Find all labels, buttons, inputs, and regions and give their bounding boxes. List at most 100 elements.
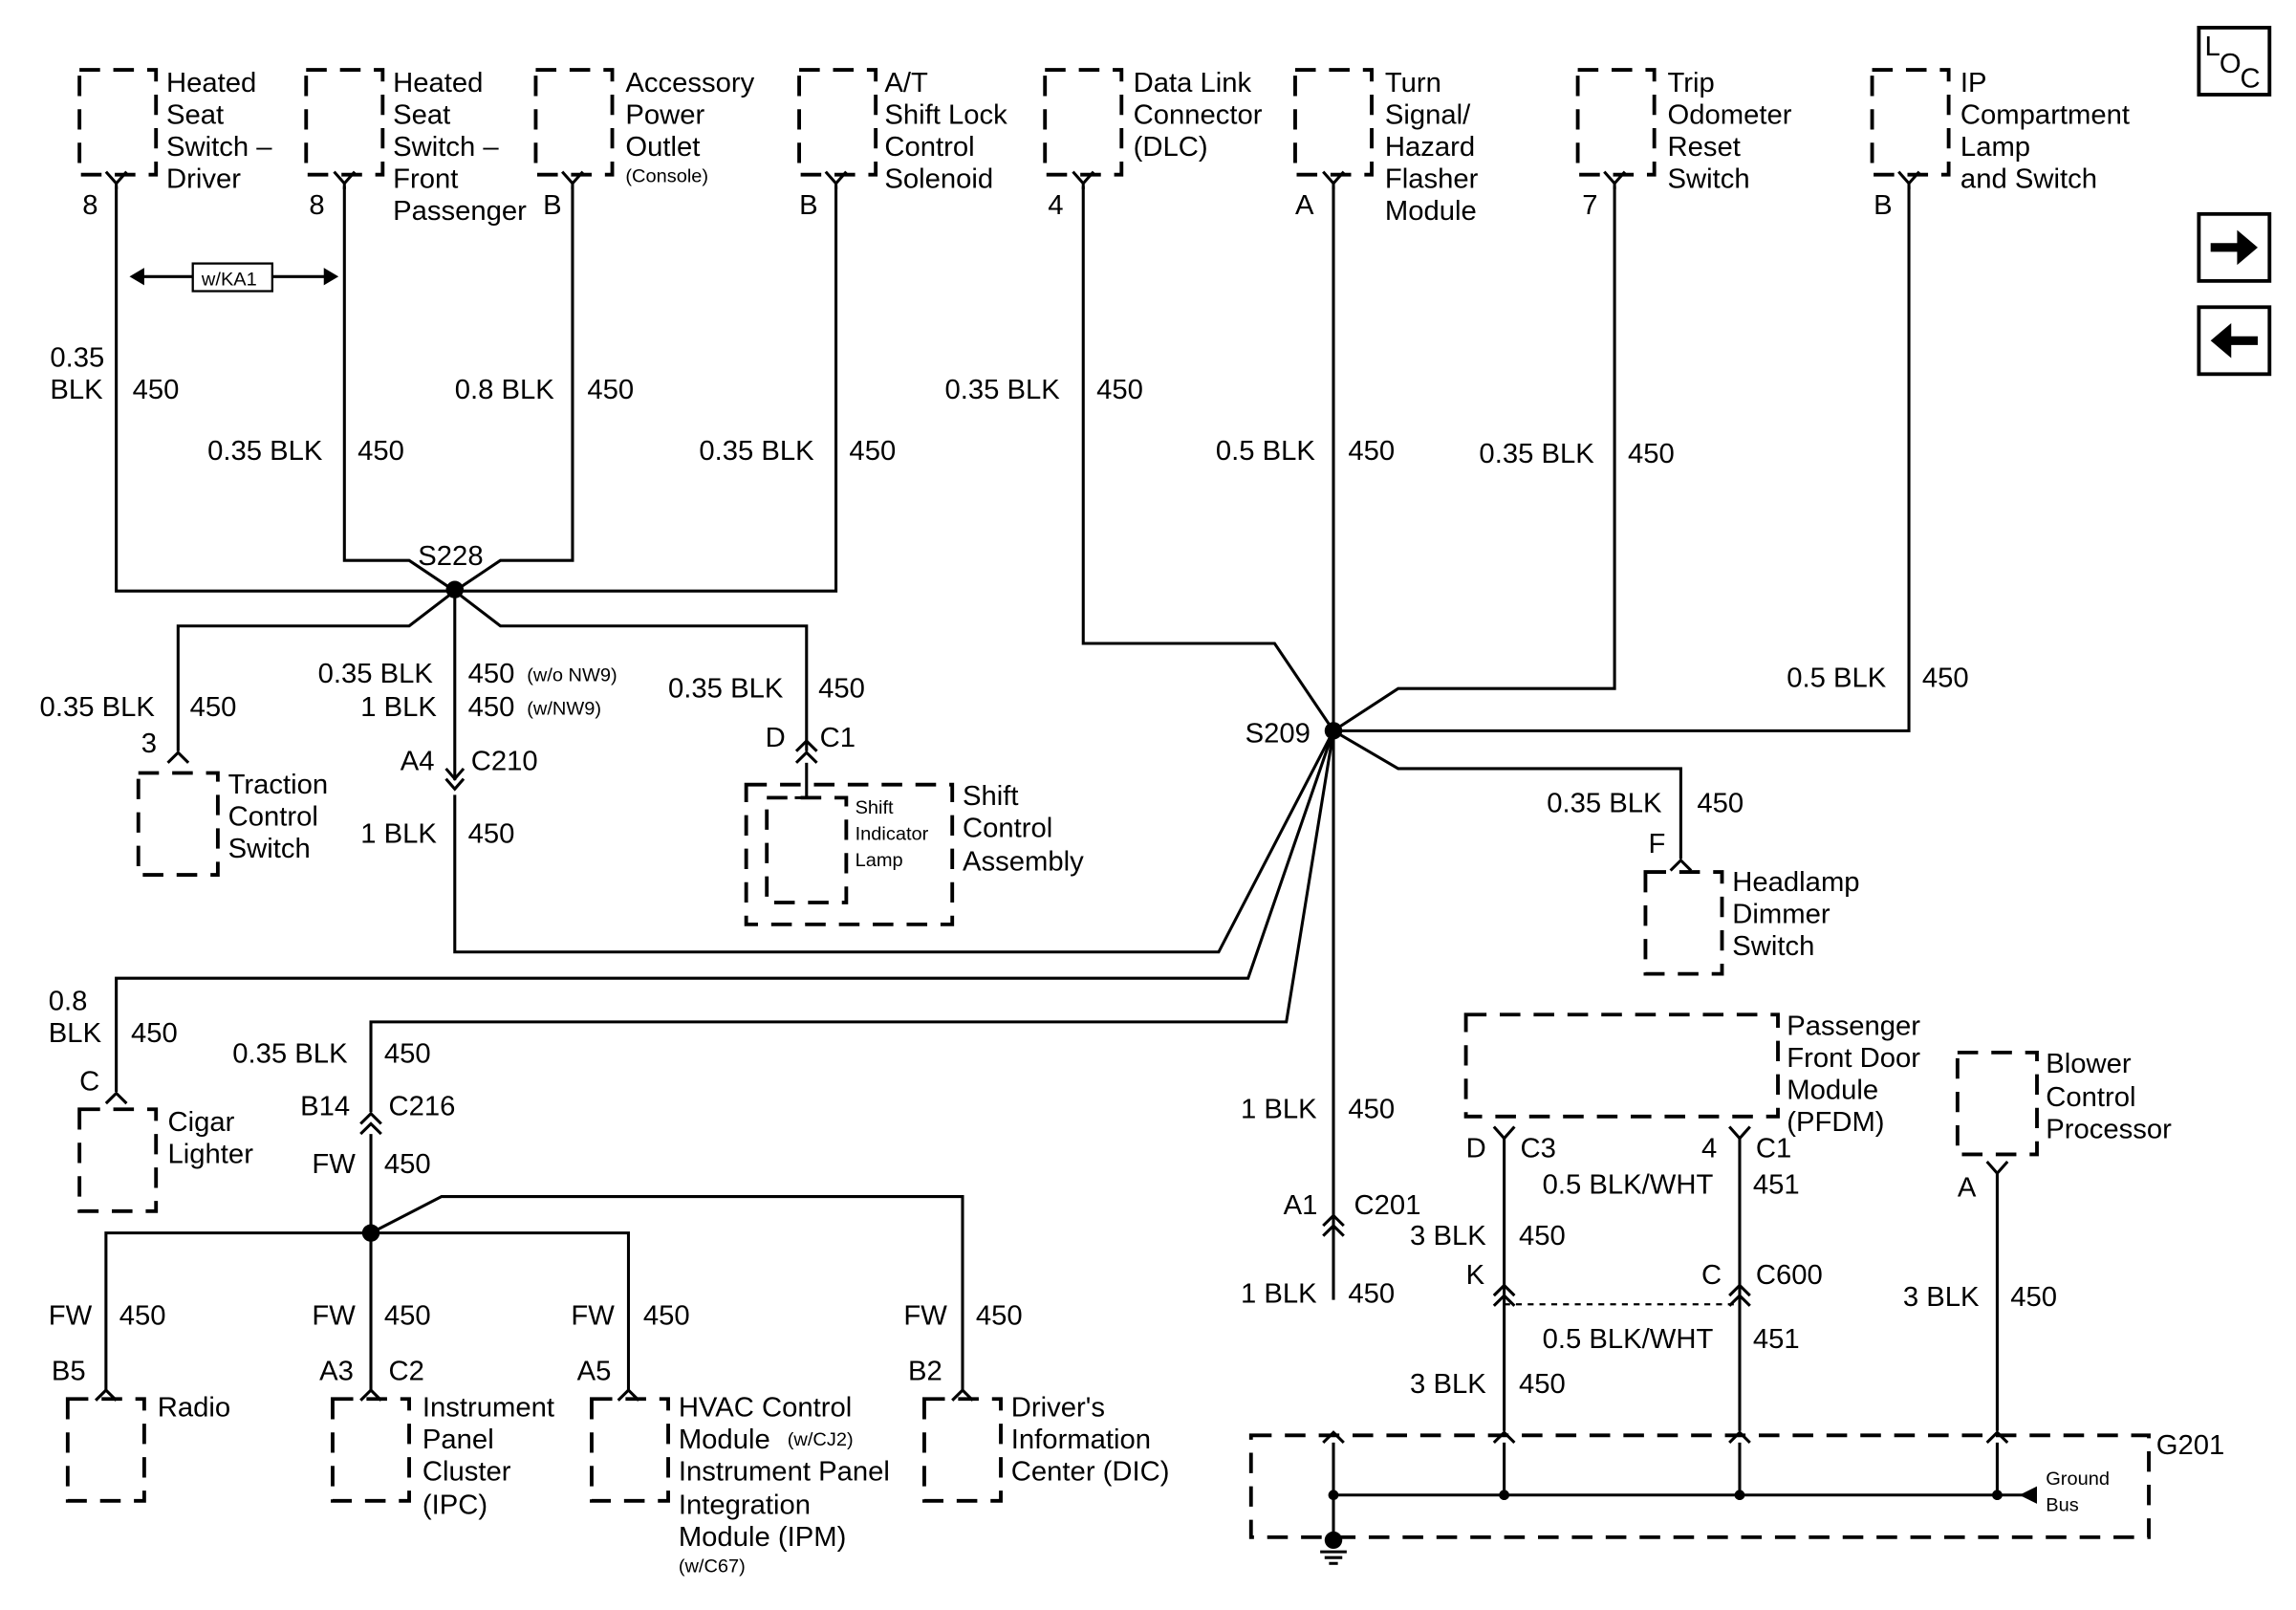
svg-text:0.5 BLK: 0.5 BLK <box>1216 436 1316 467</box>
svg-text:Module: Module <box>1385 196 1477 227</box>
svg-text:3 BLK: 3 BLK <box>1410 1369 1486 1400</box>
svg-text:C2: C2 <box>388 1357 423 1387</box>
svg-text:450: 450 <box>357 436 404 467</box>
svg-text:Cluster: Cluster <box>422 1457 511 1488</box>
svg-text:0.8: 0.8 <box>49 987 88 1017</box>
svg-text:450: 450 <box>468 659 515 689</box>
svg-text:D: D <box>766 723 786 753</box>
svg-text:D: D <box>1466 1134 1486 1164</box>
svg-text:B2: B2 <box>908 1357 942 1387</box>
svg-text:Control: Control <box>2046 1082 2135 1113</box>
svg-text:Outlet: Outlet <box>625 132 700 163</box>
svg-text:450: 450 <box>468 819 515 850</box>
svg-text:450: 450 <box>849 436 896 467</box>
svg-text:A/T: A/T <box>884 68 928 98</box>
instrument-panel-cluster: A3 C2 Instrument Panel Cluster (IPC) <box>319 1357 554 1521</box>
svg-text:Front Door: Front Door <box>1787 1043 1920 1074</box>
svg-text:Shift: Shift <box>963 781 1019 812</box>
svg-text:Heated: Heated <box>166 68 256 98</box>
svg-text:Seat: Seat <box>166 100 224 131</box>
svg-text:0.5 BLK: 0.5 BLK <box>1787 664 1887 694</box>
svg-text:(Console): (Console) <box>625 165 708 186</box>
svg-text:Instrument Panel: Instrument Panel <box>679 1457 890 1488</box>
svg-text:(DLC): (DLC) <box>1134 132 1208 163</box>
fw-distribution: FW 450 FW 450 FW 450 FW 450 <box>49 1134 1023 1392</box>
svg-text:L: L <box>2205 32 2220 62</box>
svg-text:Assembly: Assembly <box>963 847 1084 878</box>
svg-text:C3: C3 <box>1521 1134 1556 1164</box>
svg-text:C: C <box>1701 1260 1722 1291</box>
svg-text:0.5 BLK/WHT: 0.5 BLK/WHT <box>1543 1324 1714 1355</box>
ground-symbol-icon <box>1320 1550 1347 1565</box>
svg-text:450: 450 <box>384 1149 431 1180</box>
cigar-lighter: C Cigar Lighter <box>77 1067 253 1213</box>
svg-text:3: 3 <box>141 729 157 759</box>
svg-text:Indicator: Indicator <box>856 824 929 845</box>
svg-text:Shift: Shift <box>856 797 894 818</box>
splice-s209 <box>1324 722 1343 740</box>
svg-text:450: 450 <box>384 1301 431 1332</box>
svg-text:w/KA1: w/KA1 <box>201 270 257 291</box>
svg-text:Hazard: Hazard <box>1385 132 1475 163</box>
svg-text:BLK: BLK <box>50 375 103 405</box>
previous-page-button[interactable] <box>2197 305 2272 377</box>
data-link-connector: Data Link Connector (DLC) 4 <box>1043 68 1263 221</box>
svg-text:450: 450 <box>1348 1095 1395 1125</box>
loc-button[interactable]: L O C <box>2197 26 2272 97</box>
ground-bus-arrow-icon <box>2019 1486 2038 1504</box>
svg-text:Dimmer: Dimmer <box>1732 899 1830 929</box>
svg-text:450: 450 <box>1922 664 1969 694</box>
svg-text:C210: C210 <box>471 747 538 777</box>
svg-text:Processor: Processor <box>2046 1115 2172 1145</box>
pin-label: 7 <box>1582 190 1597 221</box>
pin-label: 8 <box>82 190 97 221</box>
svg-text:C216: C216 <box>388 1091 455 1121</box>
svg-text:B14: B14 <box>300 1091 350 1121</box>
svg-text:Switch: Switch <box>1732 931 1814 962</box>
svg-text:Module (IPM): Module (IPM) <box>679 1522 846 1553</box>
svg-text:0.35 BLK: 0.35 BLK <box>1547 789 1662 819</box>
svg-text:(PFDM): (PFDM) <box>1787 1107 1884 1138</box>
svg-text:C1: C1 <box>1756 1134 1791 1164</box>
svg-text:Reset: Reset <box>1668 132 1741 163</box>
wire-labels-s209: 0.35 BLK 450 0.5 BLK 450 0.35 BLK 450 0.… <box>49 375 1969 1309</box>
heated-seat-switch-passenger: Heated Seat Switch – Front Passenger 8 <box>304 68 527 227</box>
svg-text:Center (DIC): Center (DIC) <box>1011 1457 1170 1488</box>
ground-g201: G201 Ground Bus <box>1248 1430 2224 1565</box>
svg-text:Switch: Switch <box>228 834 311 864</box>
svg-text:and Switch: and Switch <box>1960 164 2097 195</box>
passenger-front-door-module: Passenger Front Door Module (PFDM) D C3 … <box>1463 1012 1920 1164</box>
svg-text:BLK: BLK <box>49 1018 102 1049</box>
wire-labels-s228: 0.35 BLK 450 0.35 BLK 450 0.8 BLK 450 0.… <box>40 343 897 850</box>
svg-text:Accessory: Accessory <box>625 68 754 98</box>
svg-text:Power: Power <box>625 100 704 131</box>
svg-text:Solenoid: Solenoid <box>884 164 993 195</box>
svg-text:450: 450 <box>976 1301 1023 1332</box>
svg-text:Passenger: Passenger <box>393 196 527 227</box>
svg-text:FW: FW <box>312 1301 356 1332</box>
svg-text:450: 450 <box>2010 1282 2057 1313</box>
svg-text:450: 450 <box>1348 436 1395 467</box>
svg-text:Flasher: Flasher <box>1385 164 1479 195</box>
svg-text:Driver's: Driver's <box>1011 1393 1105 1424</box>
next-page-button[interactable] <box>2197 211 2272 283</box>
pin-label: B <box>543 190 562 221</box>
svg-text:Bus: Bus <box>2046 1495 2079 1516</box>
svg-text:Headlamp: Headlamp <box>1732 867 1859 898</box>
svg-text:450: 450 <box>587 375 634 405</box>
svg-text:450: 450 <box>818 673 865 704</box>
svg-text:450: 450 <box>1096 375 1143 405</box>
pin-label: 8 <box>309 190 324 221</box>
svg-text:K: K <box>1466 1260 1485 1291</box>
svg-text:Driver: Driver <box>166 164 241 195</box>
svg-text:1 BLK: 1 BLK <box>1241 1279 1317 1310</box>
svg-text:4: 4 <box>1701 1134 1717 1164</box>
connector-c201: A1 C201 <box>1284 1190 1420 1237</box>
svg-text:450: 450 <box>133 375 180 405</box>
svg-text:Heated: Heated <box>393 68 483 98</box>
svg-text:450: 450 <box>1519 1221 1566 1251</box>
svg-text:3 BLK: 3 BLK <box>1903 1282 1980 1313</box>
svg-text:HVAC Control: HVAC Control <box>679 1393 852 1424</box>
svg-text:0.35 BLK: 0.35 BLK <box>699 436 814 467</box>
svg-text:O: O <box>2220 49 2242 79</box>
